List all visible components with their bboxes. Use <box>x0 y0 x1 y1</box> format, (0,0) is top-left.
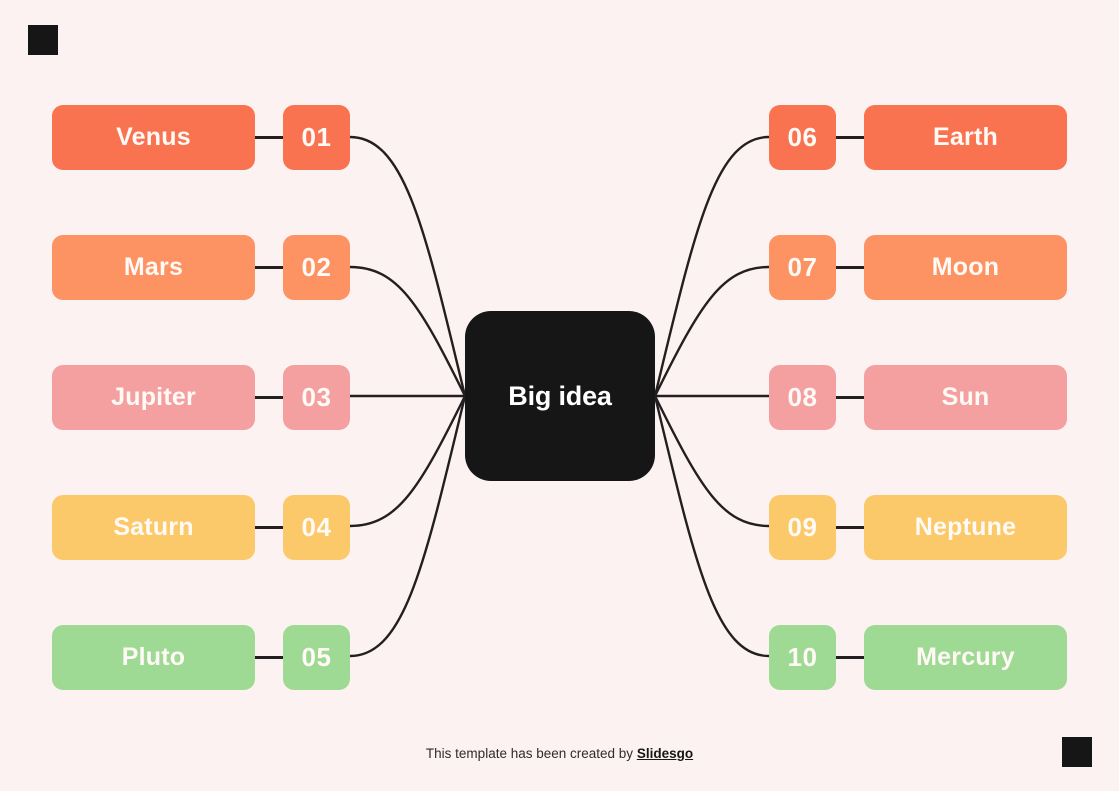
connector-right-09 <box>653 394 771 528</box>
branch-number-04: 04 <box>301 512 332 542</box>
stub-left-3 <box>255 396 283 399</box>
branch-label-sun: Sun <box>941 383 990 411</box>
branch-number-box-05[interactable]: 05 <box>283 625 350 690</box>
branch-row-left-4[interactable]: Saturn 04 <box>52 495 350 560</box>
branch-number-03: 03 <box>301 382 332 412</box>
branch-label-neptune: Neptune <box>914 513 1017 541</box>
branch-label-box-sun[interactable]: Sun <box>864 365 1067 430</box>
branch-label-box-earth[interactable]: Earth <box>864 105 1067 170</box>
branch-number-01: 01 <box>301 122 332 152</box>
branch-row-left-3[interactable]: Jupiter 03 <box>52 365 350 430</box>
connector-right-06 <box>653 135 771 398</box>
center-node-label: Big idea <box>508 380 612 411</box>
branch-row-right-2[interactable]: 07 Moon <box>769 235 1067 300</box>
branch-label-box-moon[interactable]: Moon <box>864 235 1067 300</box>
branch-number-box-10[interactable]: 10 <box>769 625 836 690</box>
stub-left-4 <box>255 526 283 529</box>
branch-label-mars: Mars <box>123 253 184 281</box>
branch-row-right-1[interactable]: 06 Earth <box>769 105 1067 170</box>
branch-label-box-jupiter[interactable]: Jupiter <box>52 365 255 430</box>
stub-left-1 <box>255 136 283 139</box>
branch-row-right-3[interactable]: 08 Sun <box>769 365 1067 430</box>
branch-number-box-09[interactable]: 09 <box>769 495 836 560</box>
stub-left-2 <box>255 266 283 269</box>
branch-label-box-venus[interactable]: Venus <box>52 105 255 170</box>
branch-number-box-01[interactable]: 01 <box>283 105 350 170</box>
stub-right-5 <box>836 656 864 659</box>
corner-square-top-left <box>28 25 58 55</box>
branch-label-pluto: Pluto <box>121 643 186 671</box>
branch-row-left-2[interactable]: Mars 02 <box>52 235 350 300</box>
branch-number-05: 05 <box>301 642 332 672</box>
branch-row-right-4[interactable]: 09 Neptune <box>769 495 1067 560</box>
connector-left-02 <box>348 265 467 398</box>
branch-number-box-07[interactable]: 07 <box>769 235 836 300</box>
stub-right-2 <box>836 266 864 269</box>
corner-square-bottom-right <box>1062 737 1092 767</box>
branch-label-box-neptune[interactable]: Neptune <box>864 495 1067 560</box>
branch-number-box-08[interactable]: 08 <box>769 365 836 430</box>
footer-credit: This template has been created by Slides… <box>0 746 1119 761</box>
slidesgo-link[interactable]: Slidesgo <box>636 746 694 761</box>
branch-number-box-02[interactable]: 02 <box>283 235 350 300</box>
footer-text: This template has been created by <box>425 746 634 761</box>
branch-label-moon: Moon <box>931 253 1000 281</box>
branch-number-10: 10 <box>787 642 818 672</box>
branch-label-box-pluto[interactable]: Pluto <box>52 625 255 690</box>
stub-right-3 <box>836 396 864 399</box>
branch-row-right-5[interactable]: 10 Mercury <box>769 625 1067 690</box>
stub-right-1 <box>836 136 864 139</box>
branch-number-box-06[interactable]: 06 <box>769 105 836 170</box>
branch-number-07: 07 <box>787 252 818 282</box>
connector-right-10 <box>653 394 771 658</box>
connector-left-05 <box>348 394 467 658</box>
branch-label-mercury: Mercury <box>916 643 1015 671</box>
stub-right-4 <box>836 526 864 529</box>
branch-label-box-saturn[interactable]: Saturn <box>52 495 255 560</box>
center-node[interactable]: Big idea <box>465 311 655 481</box>
connector-right-07 <box>653 265 771 398</box>
branch-row-left-1[interactable]: Venus 01 <box>52 105 350 170</box>
branch-number-02: 02 <box>301 252 332 282</box>
branch-number-box-04[interactable]: 04 <box>283 495 350 560</box>
branch-label-earth: Earth <box>933 123 998 151</box>
branch-label-box-mercury[interactable]: Mercury <box>864 625 1067 690</box>
connector-left-01 <box>348 135 467 398</box>
branch-number-06: 06 <box>787 122 818 152</box>
branch-row-left-5[interactable]: Pluto 05 <box>52 625 350 690</box>
branch-label-box-mars[interactable]: Mars <box>52 235 255 300</box>
branch-number-box-03[interactable]: 03 <box>283 365 350 430</box>
branch-label-saturn: Saturn <box>113 513 194 541</box>
branch-number-08: 08 <box>787 382 818 412</box>
connector-left-04 <box>348 394 467 528</box>
branch-number-09: 09 <box>787 512 818 542</box>
branch-label-jupiter: Jupiter <box>111 383 196 411</box>
stub-left-5 <box>255 656 283 659</box>
branch-label-venus: Venus <box>116 123 191 151</box>
